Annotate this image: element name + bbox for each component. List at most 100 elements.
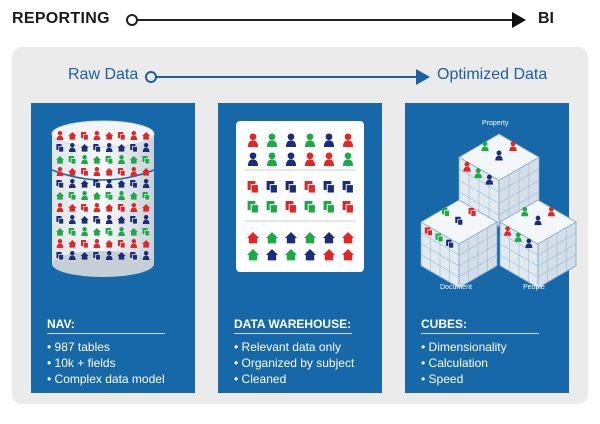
house-icon	[304, 232, 316, 244]
house-icon	[129, 192, 138, 200]
house-icon	[142, 240, 151, 248]
house-icon	[285, 232, 297, 244]
person-icon	[130, 166, 138, 176]
card-divider	[421, 333, 539, 334]
house-icon	[105, 204, 114, 212]
house-icon	[80, 252, 89, 260]
house-icon	[129, 156, 138, 164]
card-list: 987 tables 10k + fields Complex data mod…	[47, 339, 165, 387]
person-icon	[304, 133, 316, 147]
house-icon	[247, 249, 259, 261]
person-icon	[118, 154, 125, 164]
flow-arrow-icon	[512, 12, 526, 28]
house-icon	[56, 192, 64, 200]
person-icon	[105, 178, 113, 188]
list-item: 10k + fields	[47, 355, 165, 371]
document-icon	[117, 240, 126, 249]
person-icon	[81, 154, 88, 164]
list-item: 987 tables	[47, 339, 165, 355]
person-icon	[534, 215, 542, 226]
house-icon	[266, 232, 278, 244]
list-item: Calculation	[421, 355, 507, 371]
person-icon	[509, 141, 517, 152]
house-icon	[247, 232, 259, 244]
list-item: Speed	[421, 371, 507, 387]
document-icon	[130, 180, 138, 189]
document-icon	[142, 228, 151, 237]
data-flow-start-dot	[145, 71, 157, 83]
cube-label-property: Property	[482, 120, 509, 127]
person-icon	[285, 152, 297, 166]
document-icon	[424, 227, 433, 237]
document-icon	[117, 168, 126, 177]
person-icon	[342, 133, 354, 147]
person-icon	[81, 190, 88, 200]
cube-label-document: Document	[440, 284, 472, 291]
document-icon	[142, 192, 151, 201]
house-icon	[285, 249, 297, 261]
document-icon	[142, 156, 151, 165]
document-icon	[56, 252, 64, 261]
person-icon	[521, 206, 529, 217]
cube-label-people: People	[523, 284, 545, 291]
data-warehouse-grid	[236, 121, 364, 272]
card-heading: DATA WAREHOUSE:	[234, 317, 352, 331]
person-icon	[68, 178, 76, 188]
document-icon	[342, 181, 354, 194]
document-icon	[81, 168, 89, 177]
document-icon	[117, 204, 126, 213]
person-icon	[495, 150, 503, 161]
house-icon	[68, 168, 77, 176]
document-icon	[105, 228, 114, 237]
house-icon	[92, 228, 101, 236]
person-icon	[463, 161, 471, 172]
person-icon	[504, 226, 512, 236]
document-icon	[68, 192, 77, 201]
document-icon	[304, 181, 316, 194]
house-icon	[304, 249, 316, 261]
person-icon	[56, 238, 64, 248]
document-icon	[323, 201, 335, 214]
house-icon	[105, 168, 114, 176]
person-icon	[68, 250, 76, 260]
house-icon	[323, 232, 335, 244]
data-cube	[420, 199, 498, 289]
house-icon	[117, 144, 126, 152]
house-icon	[142, 204, 151, 212]
data-flow-arrow-icon	[416, 69, 430, 85]
data-cube	[458, 133, 540, 228]
person-icon	[547, 206, 555, 217]
person-icon	[323, 133, 335, 147]
house-icon	[56, 228, 64, 236]
person-icon	[93, 202, 101, 212]
list-item: Dimensionality	[421, 339, 507, 355]
person-icon	[285, 133, 297, 147]
house-icon	[92, 156, 101, 164]
person-icon	[481, 141, 489, 152]
house-icon	[80, 144, 89, 152]
house-icon	[80, 216, 89, 224]
house-icon	[92, 192, 101, 200]
person-icon	[118, 226, 125, 236]
person-icon	[266, 133, 278, 147]
person-icon	[342, 152, 354, 166]
person-icon	[68, 214, 76, 224]
person-icon	[485, 174, 494, 185]
document-icon	[81, 240, 89, 249]
flow-line	[133, 19, 513, 21]
person-icon	[247, 152, 259, 166]
person-icon	[142, 250, 150, 260]
house-icon	[68, 240, 77, 248]
reporting-label: REPORTING	[12, 10, 110, 27]
house-icon	[68, 204, 77, 212]
person-icon	[130, 202, 138, 212]
person-icon	[142, 214, 150, 224]
person-icon	[105, 250, 113, 260]
document-icon	[56, 180, 64, 189]
document-icon	[285, 181, 297, 194]
document-icon	[68, 228, 77, 237]
reporting-bi-flow: REPORTING BI	[0, 0, 600, 44]
house-icon	[80, 180, 89, 188]
person-icon	[142, 178, 150, 188]
house-icon	[56, 156, 64, 164]
